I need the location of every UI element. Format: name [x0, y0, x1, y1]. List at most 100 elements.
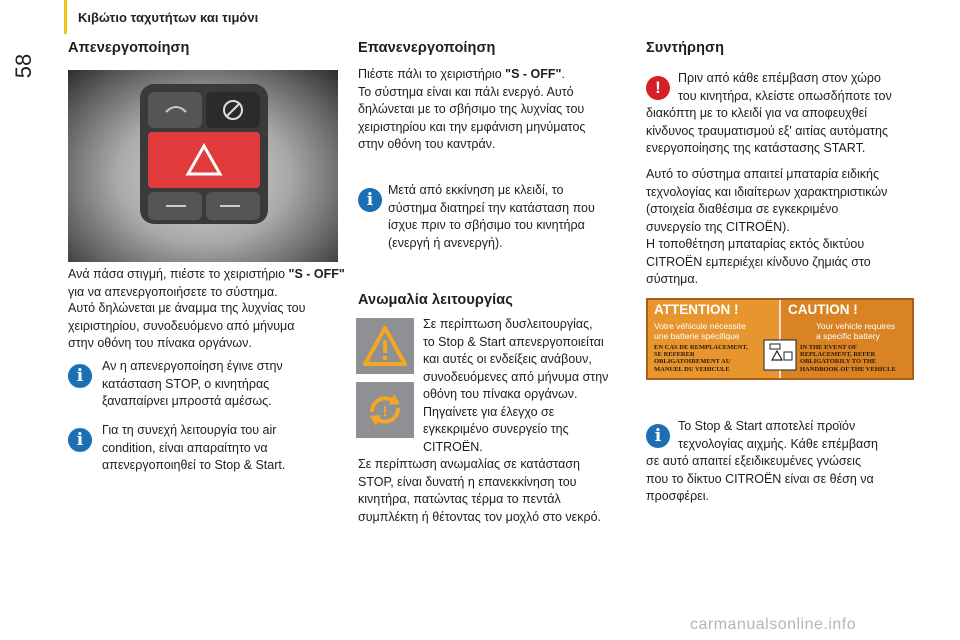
malfunction-restart: Σε περίπτωση ανωμαλίας σε κατάσταση STOP…	[358, 456, 601, 526]
body-line: συμπλέκτη ή θέτοντας τον μοχλό στο νεκρό…	[358, 509, 602, 524]
body-line: σύστημα.	[646, 272, 699, 286]
body-line: Η τοποθέτηση μπαταρίας εκτός δικτύου	[646, 237, 865, 251]
note-line: τεχνολογίας αιχμής. Κάθε επέμβαση	[678, 436, 878, 451]
body-line: συνοδευόμενες από μήνυμα στην	[423, 369, 609, 384]
body-line: οθόνη του πίνακα οργάνων.	[423, 387, 578, 401]
note-line: Για τη συνεχή λειτουργία του air	[102, 423, 277, 437]
watermark: carmanualsonline.info	[690, 616, 857, 633]
caption-lead: Ανά πάσα στιγμή, πιέστε το χειριστήριο	[68, 267, 289, 281]
label-en-small: IN THE EVENT OF REPLACEMENT, REFER OBLIG…	[800, 344, 896, 373]
warning-line: διακόπτη με το κλειδί για να αποφευχθεί	[646, 106, 867, 120]
label-line: EN CAS DE REMPLACEMENT,	[654, 344, 748, 351]
control-panel-photo	[68, 70, 338, 262]
body-line: κινητήρα, πατώντας τέρμα το πεντάλ	[358, 492, 561, 506]
info-note-stop: Αν η απενεργοποίηση έγινε στην κατάσταση…	[102, 358, 283, 411]
control-buttons-illustration	[140, 84, 268, 224]
body-line: χειριστηρίου, συνοδευόμενο από μήνυμα	[68, 318, 295, 333]
warning-triangle-icon	[356, 318, 414, 374]
note-line: ίσχυε πριν το σβήσιμο του κινητήρα	[388, 218, 585, 232]
stop-start-fault-icon: !	[356, 382, 414, 438]
note-line: condition, είναι απαραίτητο να	[102, 440, 268, 455]
svg-text:!: !	[383, 403, 388, 420]
body-line: συνεργείο της CITROËN).	[646, 219, 790, 234]
note-line: που το δίκτυο CITROËN είναι σε θέση να	[646, 471, 874, 486]
battery-body: Αυτό το σύστημα απαιτεί μπαταρία ειδικής…	[646, 166, 887, 289]
body-line: το Stop & Start απενεργοποιείται	[423, 334, 604, 349]
info-icon: i	[646, 424, 670, 448]
label-line: REPLACEMENT, REFER	[800, 351, 876, 359]
label-fr-text: Votre véhicule nécessite une batterie sp…	[654, 321, 746, 341]
body-line: χειριστηρίου και την εμφάνιση μηνύματος	[358, 119, 586, 134]
note-line: To Stop & Start αποτελεί προϊόν	[678, 419, 856, 433]
warning-line: Πριν από κάθε επέμβαση στον χώρο	[678, 71, 881, 85]
body-line: εγκεκριμένο συνεργείο της	[423, 422, 569, 436]
label-line: une batterie spécifique	[654, 330, 740, 341]
stop-start-tech-lead: To Stop & Start αποτελεί προϊόν τεχνολογ…	[678, 418, 918, 453]
note-line: ξαναπαίρνει μπροστά αμέσως.	[102, 394, 272, 408]
body-line: CITROËN.	[423, 439, 483, 454]
label-line: a specific battery	[816, 330, 880, 341]
label-fr-small: EN CAS DE REMPLACEMENT, SE REFERER OBLIG…	[654, 344, 748, 373]
label-line: HANDBOOK OF THE VEHICLE	[800, 365, 896, 373]
note-line: προσφέρει.	[646, 489, 710, 503]
label-line: IN THE EVENT OF	[800, 344, 858, 351]
body-line: δηλώνεται με το σβήσιμο της λυχνίας του	[358, 102, 585, 116]
malfunction-body: Σε περίπτωση δυσλειτουργίας, το Stop & S…	[423, 316, 608, 456]
reactivation-title: Επανενεργοποίηση	[358, 40, 496, 56]
warning-line: του κινητήρα, κλείστε οπωσδήποτε τον	[678, 88, 892, 103]
body-line: και αυτές οι ενδείξεις ανάβουν,	[423, 352, 592, 366]
section-accent-bar	[64, 0, 67, 34]
maintenance-warning-lead: Πριν από κάθε επέμβαση στον χώρο του κιν…	[678, 70, 918, 105]
body-line: Αυτό δηλώνεται με άναμμα της λυχνίας του	[68, 301, 306, 315]
label-attention: ATTENTION !	[654, 302, 739, 317]
note-line: Μετά από εκκίνηση με κλειδί, το	[388, 183, 564, 197]
body-line: τεχνολογίας και ιδιαίτερων χαρακτηριστικ…	[646, 184, 888, 199]
warning-line: κίνδυνος τραυματισμού εξ' αιτίας αυτόματ…	[646, 123, 888, 138]
section-header: Κιβώτιο ταχυτήτων και τιμόνι	[78, 10, 259, 25]
info-icon: i	[358, 188, 382, 212]
note-line: σύστημα διατηρεί την κατάσταση που	[388, 200, 595, 215]
body-line: Σε περίπτωση δυσλειτουργίας,	[423, 317, 593, 331]
label-line: MANUEL DU VEHICULE	[654, 365, 730, 373]
stop-start-tech-rest: σε αυτό απαιτεί εξειδικευμένες γνώσεις π…	[646, 453, 874, 506]
body-line: CITROËN εμπεριέχει κίνδυνο ζημιάς στο	[646, 254, 871, 269]
body-line: (στοιχεία διαθέσιμα σε εγκεκριμένο	[646, 202, 839, 216]
page-number: 58	[11, 53, 36, 79]
body-line: στην οθόνη του πίνακα οργάνων.	[68, 336, 252, 350]
note-line: απενεργοποιηθεί το Stop & Start.	[102, 458, 286, 472]
body-line: .	[561, 67, 565, 81]
reactivation-body: Πιέστε πάλι το χειριστήριο "S - OFF". Το…	[358, 66, 585, 154]
label-caution: CAUTION !	[788, 302, 858, 317]
label-line: Your vehicle requires	[816, 321, 896, 331]
body-line: Πιέστε πάλι το χειριστήριο	[358, 67, 506, 81]
info-icon: i	[68, 364, 92, 388]
note-line: κατάσταση STOP, ο κινητήρας	[102, 376, 270, 391]
info-note-key-start: Μετά από εκκίνηση με κλειδί, το σύστημα …	[388, 182, 595, 252]
caption-line2: για να απενεργοποιήσετε το σύστημα.	[68, 284, 278, 299]
note-line: (ενεργή ή ανενεργή).	[388, 235, 503, 250]
deactivation-title: Απενεργοποίηση	[68, 40, 190, 56]
key-label: "S - OFF"	[505, 67, 562, 81]
battery-warning-label: ATTENTION ! CAUTION ! Votre véhicule néc…	[646, 298, 914, 380]
note-line: σε αυτό απαιτεί εξειδικευμένες γνώσεις	[646, 454, 861, 468]
deactivation-body: Αυτό δηλώνεται με άναμμα της λυχνίας του…	[68, 300, 305, 353]
info-icon: i	[68, 428, 92, 452]
deactivation-caption: Ανά πάσα στιγμή, πιέστε το χειριστήριο "…	[68, 266, 345, 301]
malfunction-title: Ανωμαλία λειτουργίας	[358, 292, 513, 308]
label-line: SE REFERER	[654, 351, 695, 359]
info-note-aircon: Για τη συνεχή λειτουργία του air conditi…	[102, 422, 285, 475]
body-line: στην οθόνη του καντράν.	[358, 137, 496, 151]
warning-line: ενεργοποίησης της κατάστασης START.	[646, 141, 866, 155]
label-en-text: Your vehicle requires a specific battery	[816, 321, 896, 341]
body-line: Σε περίπτωση ανωμαλίας σε κατάσταση	[358, 457, 580, 471]
body-line: Πηγαίνετε για έλεγχο σε	[423, 404, 555, 419]
note-line: Αν η απενεργοποίηση έγινε στην	[102, 359, 283, 373]
label-line: OBLIGATOIREMENT AU	[654, 358, 731, 366]
maintenance-warning-rest: διακόπτη με το κλειδί για να αποφευχθεί …	[646, 105, 888, 158]
caption-key: "S - OFF"	[288, 267, 345, 281]
label-line: OBLIGATORILY TO THE	[800, 358, 877, 366]
body-line: STOP, είναι δυνατή η επανεκκίνηση του	[358, 474, 577, 489]
warning-icon: !	[646, 76, 670, 100]
maintenance-title: Συντήρηση	[646, 40, 725, 56]
label-line: Votre véhicule nécessite	[654, 321, 746, 331]
